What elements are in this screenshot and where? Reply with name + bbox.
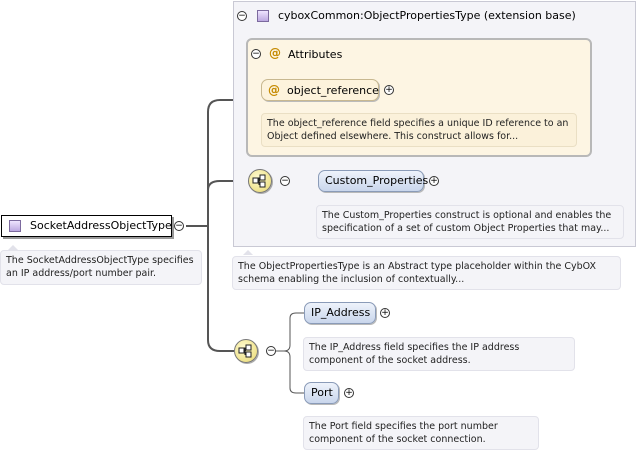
- sequence-compositor-icon[interactable]: [234, 339, 258, 363]
- object-reference-attribute[interactable]: @ object_reference: [261, 79, 379, 101]
- sequence-2-collapse-icon[interactable]: −: [266, 346, 276, 356]
- custom-properties-expand-icon[interactable]: +: [429, 176, 439, 186]
- sequence-1-collapse-icon[interactable]: −: [280, 176, 290, 186]
- root-element-label: SocketAddressObjectType: [30, 219, 172, 232]
- sequence-compositor-icon[interactable]: [248, 169, 272, 193]
- extension-annotation-line-1: The ObjectPropertiesType is an Abstract …: [238, 261, 597, 272]
- object-reference-annotation-line-1: The object_reference field specifies a u…: [267, 118, 569, 129]
- root-element-box[interactable]: SocketAddressObjectType: [1, 215, 172, 237]
- port-annotation-line-2: component of the socket connection.: [309, 434, 486, 445]
- connector-to-sequence-2: [207, 226, 234, 352]
- extension-annotation-pointer: [243, 250, 253, 255]
- object-reference-annotation: The object_reference field specifies a u…: [261, 113, 577, 147]
- connector-seq2-port: [276, 350, 304, 394]
- custom-properties-annotation: The Custom_Properties construct is optio…: [316, 205, 624, 239]
- custom-properties-annotation-line-2: specification of a set of custom Object …: [322, 223, 610, 234]
- attributes-collapse-icon[interactable]: −: [251, 49, 261, 59]
- port-expand-icon[interactable]: +: [344, 388, 354, 398]
- object-reference-label: object_reference: [287, 84, 379, 97]
- extension-annotation-line-2: schema enabling the inclusion of context…: [238, 274, 465, 285]
- connector-to-extension: [207, 99, 248, 226]
- connector-to-sequence-1: [207, 180, 246, 226]
- port-annotation: The Port field specifies the port number…: [303, 416, 539, 450]
- object-reference-expand-icon[interactable]: +: [384, 85, 394, 95]
- object-reference-annotation-line-2: Object defined elsewhere. This construct…: [267, 131, 519, 142]
- extension-type-icon: [257, 10, 269, 22]
- extension-annotation: The ObjectPropertiesType is an Abstract …: [232, 256, 621, 290]
- ip-address-element[interactable]: IP_Address: [304, 302, 376, 324]
- custom-properties-element[interactable]: Custom_Properties: [318, 170, 428, 192]
- port-annotation-line-1: The Port field specifies the port number: [309, 421, 498, 432]
- root-annotation: The SocketAddressObjectType specifies an…: [0, 250, 202, 285]
- complex-type-icon: [9, 220, 21, 232]
- custom-properties-annotation-line-1: The Custom_Properties construct is optio…: [322, 210, 612, 221]
- root-annotation-pointer: [8, 245, 18, 250]
- extension-collapse-icon[interactable]: −: [237, 11, 247, 21]
- root-collapse-icon[interactable]: −: [174, 221, 184, 231]
- ip-address-annotation: The IP_Address field specifies the IP ad…: [303, 337, 575, 371]
- ip-address-annotation-line-2: component of the socket address.: [309, 355, 471, 366]
- connector-seq2-ip: [276, 312, 304, 352]
- ip-address-expand-icon[interactable]: +: [380, 308, 390, 318]
- extension-label: cyboxCommon:ObjectPropertiesType (extens…: [278, 9, 576, 22]
- port-element[interactable]: Port: [304, 382, 339, 404]
- attributes-at-icon: @: [269, 46, 281, 60]
- sequence-glyph: [252, 174, 266, 188]
- attributes-label: Attributes: [288, 48, 343, 61]
- object-reference-at-icon: @: [268, 83, 280, 97]
- ip-address-annotation-line-1: The IP_Address field specifies the IP ad…: [309, 342, 520, 353]
- root-annotation-line-1: The SocketAddressObjectType specifies: [6, 255, 194, 266]
- root-annotation-line-2: an IP address/port number pair.: [6, 268, 157, 279]
- sequence-glyph: [238, 344, 252, 358]
